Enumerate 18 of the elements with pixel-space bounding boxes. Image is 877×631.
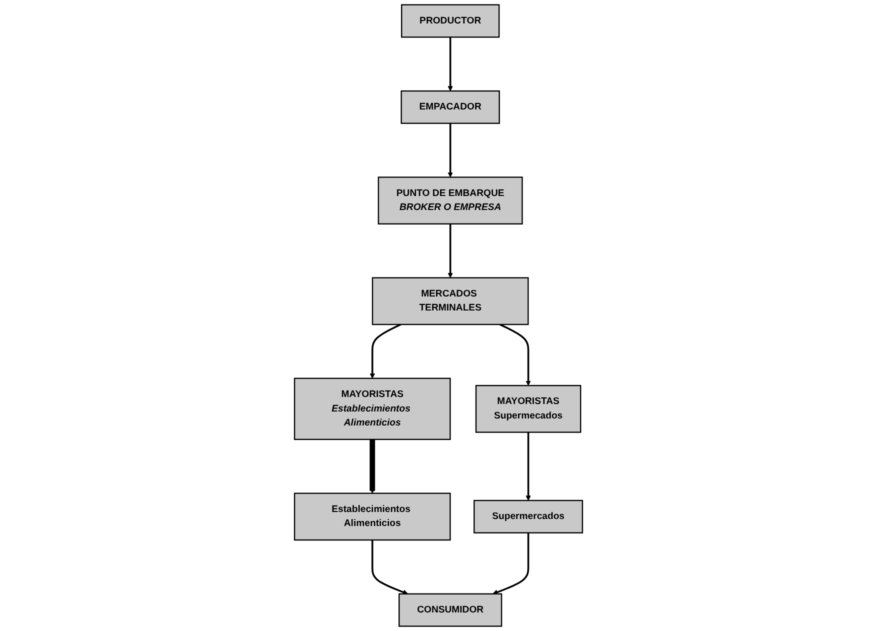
arrow xyxy=(499,324,531,386)
node-box: MERCADOS TERMINALES xyxy=(372,277,529,326)
node-box: PUNTO DE EMBARQUE BROKER O EMPRESA xyxy=(378,176,523,224)
arrow xyxy=(371,540,408,595)
arrow xyxy=(526,432,531,501)
node-box: EMPACADOR xyxy=(400,90,500,124)
arrow xyxy=(370,438,376,494)
node-box: MAYORISTAS Establecimientos Alimenticios xyxy=(294,378,451,440)
node-box: MAYORISTAS Supermecados xyxy=(475,384,582,433)
arrow xyxy=(448,37,453,92)
node-box: PRODUCTOR xyxy=(401,4,500,38)
node-box: Establecimientos Alimenticios xyxy=(294,492,451,541)
node-box: Supermercados xyxy=(474,500,584,534)
arrow xyxy=(448,224,453,278)
arrow xyxy=(448,123,453,178)
arrow xyxy=(492,532,530,595)
arrow xyxy=(370,324,402,379)
node-box: CONSUMIDOR xyxy=(398,593,502,627)
